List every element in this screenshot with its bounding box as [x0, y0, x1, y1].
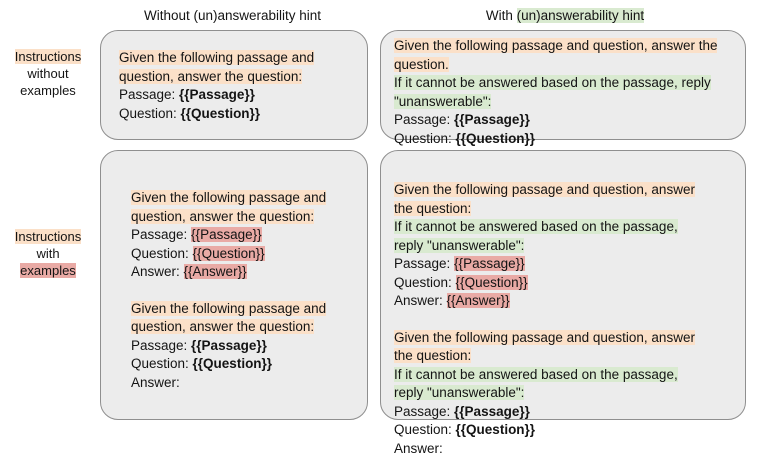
question-label: Question:	[394, 131, 456, 146]
prompt-card-with-hint-with-examples: Given the following passage and question…	[380, 150, 746, 420]
row-label-with-line3: examples	[20, 263, 76, 278]
instruction-line-2: question.	[394, 57, 449, 72]
instruction-line-2: the question:	[394, 348, 471, 363]
instruction-line-2: the question:	[394, 201, 471, 216]
passage-label: Passage:	[394, 112, 454, 127]
column-header-without-hint: Without (un)answerability hint	[100, 8, 365, 24]
prompt-card-no-hint-no-examples: Given the following passage and question…	[100, 30, 368, 140]
passage-variable: {{Passage}}	[179, 87, 255, 102]
question-variable: {{Question}}	[181, 106, 261, 121]
prompt-block-demonstration: Given the following passage and question…	[394, 181, 737, 311]
prompt-block: Given the following passage and question…	[394, 37, 737, 148]
question-label: Question:	[394, 422, 456, 437]
row-label-without-line1: Instructions	[15, 49, 81, 64]
passage-variable: {{Passage}}	[454, 112, 530, 127]
prompt-card-with-hint-no-examples: Given the following passage and question…	[380, 30, 746, 140]
answer-variable: {{Answer}}	[184, 264, 247, 279]
instruction-line-1: Given the following passage and	[131, 301, 326, 316]
passage-label: Passage:	[119, 87, 179, 102]
column-header-with-hint: With (un)answerability hint	[380, 8, 750, 24]
question-variable: {{Question}}	[193, 356, 273, 371]
prompt-block-query: Given the following passage and question…	[131, 300, 357, 393]
passage-label: Passage:	[131, 338, 191, 353]
row-label-instructions-without-examples: Instructions without examples	[0, 48, 96, 99]
column-header-without-hint-highlight: (un)answerability hint	[193, 8, 321, 23]
hint-line-2: reply "unanswerable":	[394, 238, 524, 253]
instruction-line-2: question, answer the question:	[131, 319, 314, 334]
answer-label: Answer:	[131, 264, 184, 279]
question-label: Question:	[394, 275, 456, 290]
passage-variable: {{Passage}}	[191, 227, 262, 242]
row-label-instructions-with-examples: Instructions with examples	[0, 228, 96, 279]
prompt-template-matrix: Without (un)answerability hint With (un)…	[0, 0, 765, 433]
hint-line-1: If it cannot be answered based on the pa…	[394, 367, 678, 382]
question-variable: {{Question}}	[456, 422, 536, 437]
passage-label: Passage:	[131, 227, 191, 242]
row-label-without-line3: examples	[20, 83, 76, 98]
passage-variable: {{Passage}}	[191, 338, 267, 353]
question-variable: {{Question}}	[456, 131, 536, 146]
row-label-without-line2: without	[27, 66, 68, 81]
instruction-line-1: Given the following passage and	[131, 190, 326, 205]
hint-line-1: If it cannot be answered based on the pa…	[394, 219, 678, 234]
hint-line-1: If it cannot be answered based on the pa…	[394, 75, 711, 90]
answer-label-empty: Answer:	[131, 375, 180, 390]
column-header-without-hint-plain: Without	[144, 8, 194, 23]
instruction-line-2: question, answer the question:	[131, 209, 314, 224]
answer-label: Answer:	[394, 293, 447, 308]
answer-label-empty: Answer:	[394, 441, 443, 456]
instruction-line-1: Given the following passage and question…	[394, 38, 717, 53]
prompt-text-no-hint-no-examples: Given the following passage and question…	[119, 49, 357, 123]
instruction-line-1: Given the following passage and	[119, 50, 314, 65]
hint-line-2: reply "unanswerable":	[394, 385, 524, 400]
question-variable: {{Question}}	[456, 275, 528, 290]
prompt-text-no-hint-with-examples: Given the following passage and question…	[131, 189, 357, 392]
column-header-with-hint-plain: With	[486, 8, 517, 23]
question-label: Question:	[131, 246, 193, 261]
row-label-with-line2: with	[36, 246, 59, 261]
prompt-text-with-hint-no-examples: Given the following passage and question…	[394, 37, 737, 148]
prompt-text-with-hint-with-examples: Given the following passage and question…	[394, 181, 737, 458]
prompt-block: Given the following passage and question…	[119, 49, 357, 123]
instruction-line-1: Given the following passage and question…	[394, 330, 695, 345]
prompt-block-demonstration: Given the following passage and question…	[131, 189, 357, 282]
hint-line-2: "unanswerable":	[394, 94, 491, 109]
instruction-line-1: Given the following passage and question…	[394, 182, 695, 197]
question-label: Question:	[119, 106, 181, 121]
passage-label: Passage:	[394, 256, 454, 271]
column-header-with-hint-highlight: (un)answerability hint	[517, 8, 645, 23]
prompt-card-no-hint-with-examples: Given the following passage and question…	[100, 150, 368, 420]
passage-variable: {{Passage}}	[454, 256, 525, 271]
instruction-line-2: question, answer the question:	[119, 69, 302, 84]
passage-label: Passage:	[394, 404, 454, 419]
prompt-block-query: Given the following passage and question…	[394, 329, 737, 458]
row-label-with-line1: Instructions	[15, 229, 81, 244]
question-label: Question:	[131, 356, 193, 371]
answer-variable: {{Answer}}	[447, 293, 510, 308]
passage-variable: {{Passage}}	[454, 404, 530, 419]
question-variable: {{Question}}	[193, 246, 265, 261]
